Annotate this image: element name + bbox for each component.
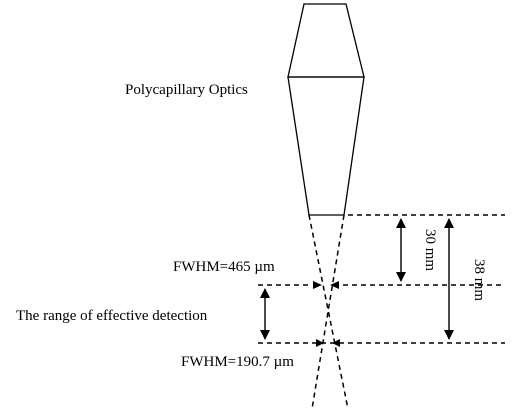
dimension-arrows	[260, 218, 454, 340]
effective-detection-range-label: The range of effective detection	[16, 308, 208, 324]
optics-upper-taper	[287, 3, 365, 78]
beam-arrowheads	[313, 281, 340, 347]
optics-label: Polycapillary Optics	[125, 82, 248, 98]
optics-lower-taper	[287, 76, 365, 216]
dimension-30mm-label: 30 mm	[422, 229, 438, 271]
optics-body	[287, 3, 365, 216]
arrowhead-focus-right	[332, 339, 340, 347]
fwhm-190-label: FWHM=190.7 µm	[181, 354, 294, 370]
arrowhead-465-left	[313, 281, 322, 289]
arrowhead-focus-left	[316, 339, 324, 347]
arrowhead-465-right	[330, 281, 339, 289]
reference-lines	[258, 214, 505, 344]
dimension-38mm-label: 38 mm	[471, 259, 487, 301]
beam-cone	[308, 214, 349, 409]
beam-left-edge	[308, 214, 349, 409]
beam-right-edge	[311, 214, 345, 409]
fwhm-465-label: FWHM=465 µm	[173, 259, 275, 275]
